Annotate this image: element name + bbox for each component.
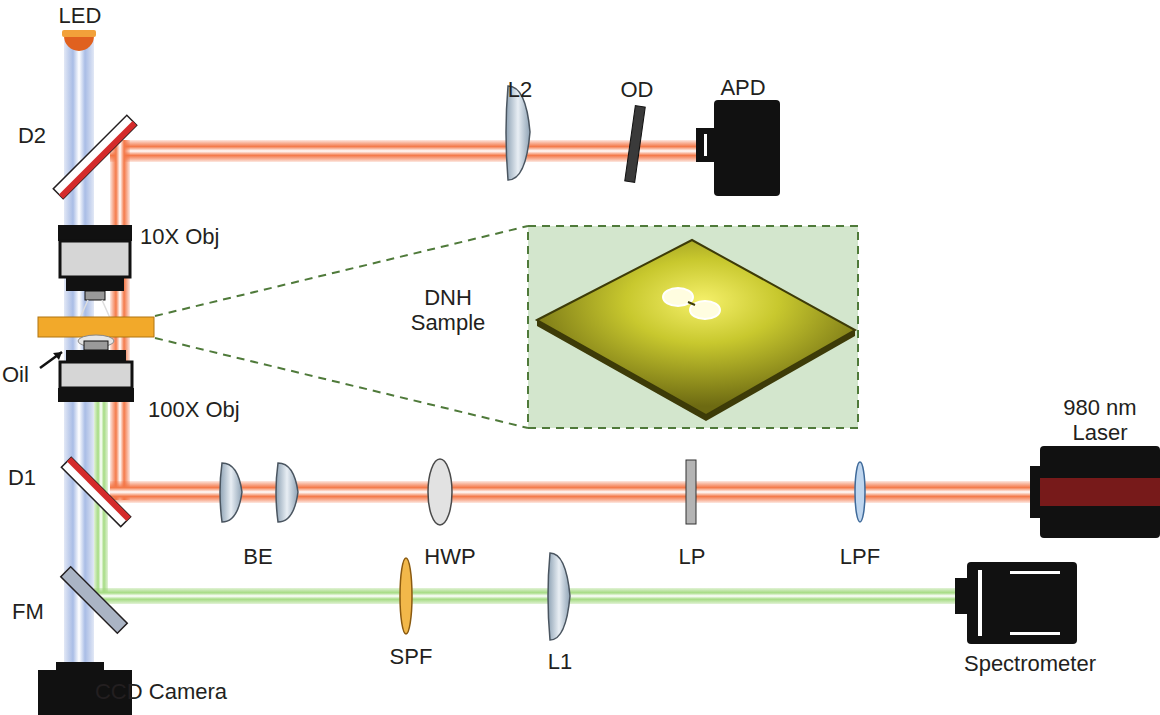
dichroic-mirror [61, 457, 130, 526]
dnh-sample [38, 317, 154, 337]
lens-label: BE [243, 544, 272, 569]
gold-film [537, 240, 855, 415]
dichroic-mirror [53, 115, 136, 198]
filter-label: SPF [390, 644, 433, 669]
laser [1040, 446, 1160, 538]
detector-label: APD [720, 75, 765, 100]
emission-beam [94, 588, 960, 604]
spectrometer [967, 562, 1077, 644]
flip-mirror [61, 567, 127, 633]
led-bulb [62, 30, 96, 37]
half-wave-plate [428, 459, 452, 525]
inset-panel [528, 226, 858, 428]
objective-100x [58, 341, 134, 402]
led-bulb [64, 36, 94, 51]
oil-label: Oil [2, 362, 29, 387]
led-label: LED [59, 3, 102, 28]
linear-polarizer [686, 460, 696, 524]
filter-label: LPF [840, 544, 880, 569]
lens-label: L1 [548, 649, 572, 674]
short-pass-filter [400, 558, 412, 634]
laser [1030, 466, 1040, 518]
gold-film [537, 320, 855, 421]
lens-label: L2 [508, 77, 532, 102]
laser-beam [110, 481, 1040, 503]
laser-beam [110, 140, 700, 162]
spectrometer-label: Spectrometer [964, 651, 1096, 676]
mirror-label: D2 [18, 123, 46, 148]
objective-label: 100X Obj [148, 397, 240, 422]
laser-label: 980 nm Laser [1048, 395, 1153, 446]
apd-detector [714, 100, 780, 196]
mirror-label: FM [12, 599, 44, 624]
od-filter [625, 106, 645, 183]
polarizer-label: LP [679, 544, 706, 569]
spectrometer [955, 578, 969, 614]
lens [548, 553, 570, 640]
objective-10x [58, 225, 132, 318]
beam-expander-lens [220, 463, 242, 522]
waveplate-label: HWP [424, 544, 475, 569]
apd-detector [696, 128, 716, 162]
beam-expander-lens [276, 463, 298, 522]
long-pass-filter [855, 462, 865, 522]
sample-label: DNH Sample [403, 285, 493, 336]
mirror-label: D1 [8, 465, 36, 490]
objective-label: 10X Obj [140, 224, 220, 249]
filter-label: OD [621, 77, 654, 102]
camera-label: CCD Camera [95, 679, 227, 704]
